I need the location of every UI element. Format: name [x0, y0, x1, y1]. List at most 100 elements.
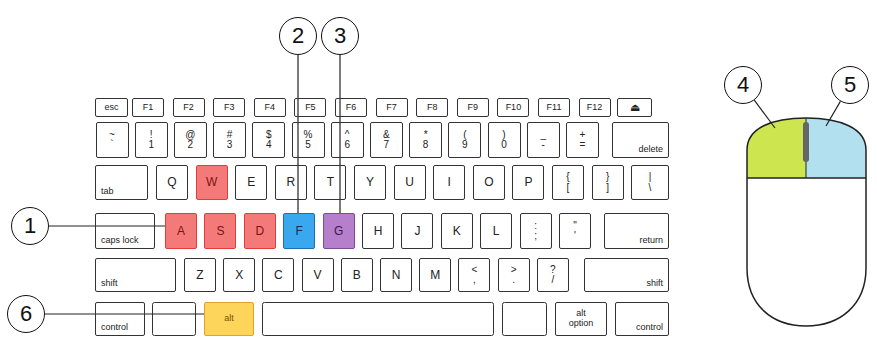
key-label: 5 [305, 140, 311, 151]
key-label: B [353, 269, 361, 282]
keyboard-key: alt option [555, 302, 607, 336]
key-label: " [573, 221, 577, 232]
keyboard-key: }] [592, 165, 624, 200]
key-label: F4 [265, 103, 276, 112]
callout-circle: 1 [11, 207, 49, 245]
key-label: , [473, 275, 476, 286]
keyboard-key: "' [559, 213, 591, 249]
key-label: 0 [501, 140, 507, 151]
keyboard-key: _- [527, 122, 560, 158]
key-label: Z [196, 269, 203, 282]
keyboard-key: {[ [552, 165, 584, 200]
callout-number: 2 [292, 25, 304, 47]
key-label: - [542, 140, 545, 151]
key-label: F [296, 225, 303, 238]
key-label: { [566, 172, 569, 183]
key-label: % [304, 130, 313, 141]
key-label: delete [638, 145, 663, 154]
key-label: F2 [183, 103, 194, 112]
keyboard-key: E [235, 165, 267, 200]
key-label: W [206, 176, 217, 189]
key-label: alt [224, 314, 234, 323]
keyboard-key: V [302, 258, 334, 292]
key-label: ( [463, 130, 466, 141]
keyboard-key: *8 [409, 122, 442, 158]
key-label: F9 [468, 103, 479, 112]
key-label: F3 [224, 103, 235, 112]
keyboard-key: ^6 [331, 122, 364, 158]
leader-line [826, 101, 840, 126]
keyboard-key: G [323, 213, 355, 249]
key-label: X [235, 269, 243, 282]
key-label: C [274, 269, 283, 282]
left-mouse-button [747, 118, 806, 178]
key-label: M [430, 269, 440, 282]
key-label: H [374, 225, 383, 238]
keyboard-key: Y [354, 165, 386, 200]
mouse-outline [747, 118, 866, 326]
keyboard-key: F4 [254, 98, 286, 117]
key-label: F5 [305, 103, 316, 112]
keyboard-key: <, [458, 258, 490, 292]
key-label: O [484, 176, 493, 189]
callout-number: 1 [24, 215, 36, 237]
key-label: shift [646, 279, 663, 288]
key-label: F12 [587, 103, 603, 112]
callout-number: 5 [844, 74, 856, 96]
key-label: F7 [386, 103, 397, 112]
key-label: T [327, 176, 334, 189]
key-label: ; [534, 231, 537, 242]
key-label: F1 [143, 103, 154, 112]
key-label: @ [185, 130, 195, 141]
key-label: . [512, 275, 515, 286]
key-label: Q [167, 176, 176, 189]
keyboard-key: F1 [132, 98, 164, 117]
callout-circle: 2 [279, 17, 317, 55]
key-label: : [534, 221, 537, 232]
keyboard-key: %5 [292, 122, 325, 158]
key-label: J [414, 225, 420, 238]
leader-line [339, 55, 340, 213]
key-label: } [606, 172, 609, 183]
keyboard-key: M [419, 258, 451, 292]
key-label: L [493, 225, 500, 238]
keyboard-key: control [95, 302, 145, 336]
keyboard-key: F12 [579, 98, 611, 117]
keyboard-key: T [314, 165, 346, 200]
key-label: R [286, 176, 295, 189]
keyboard-key: U [394, 165, 426, 200]
callout-circle: 5 [831, 66, 869, 104]
right-mouse-button [806, 118, 866, 178]
keyboard-key: Q [156, 165, 188, 200]
keyboard-key: ?/ [537, 258, 569, 292]
keyboard-key: F10 [497, 98, 529, 117]
keyboard-key: I [433, 165, 465, 200]
leader-line [49, 225, 165, 226]
key-label: E [247, 176, 255, 189]
key-label: esc [104, 103, 118, 112]
keyboard-key: K [441, 213, 473, 249]
keyboard-key: L [480, 213, 512, 249]
key-label: S [216, 225, 224, 238]
keyboard-key: esc [95, 98, 128, 117]
key-label: 9 [462, 140, 468, 151]
keyboard-key: F [283, 213, 315, 249]
keyboard-key: delete [612, 122, 669, 158]
key-label: > [511, 265, 517, 276]
keyboard-key: #3 [213, 122, 246, 158]
key-label: D [255, 225, 264, 238]
keyboard-key: F3 [213, 98, 245, 117]
key-label: K [453, 225, 461, 238]
keyboard-key: &7 [370, 122, 403, 158]
keyboard-key: P [512, 165, 544, 200]
keyboard-key: alt [204, 302, 254, 336]
keyboard-key: S [204, 213, 236, 249]
key-label: control [101, 323, 128, 332]
key-label: A [177, 225, 185, 238]
space-bar [263, 303, 494, 336]
keyboard-key: (9 [448, 122, 481, 158]
key-label: | [649, 172, 652, 183]
key-label: ^ [345, 130, 350, 141]
key-label: tab [101, 187, 114, 196]
